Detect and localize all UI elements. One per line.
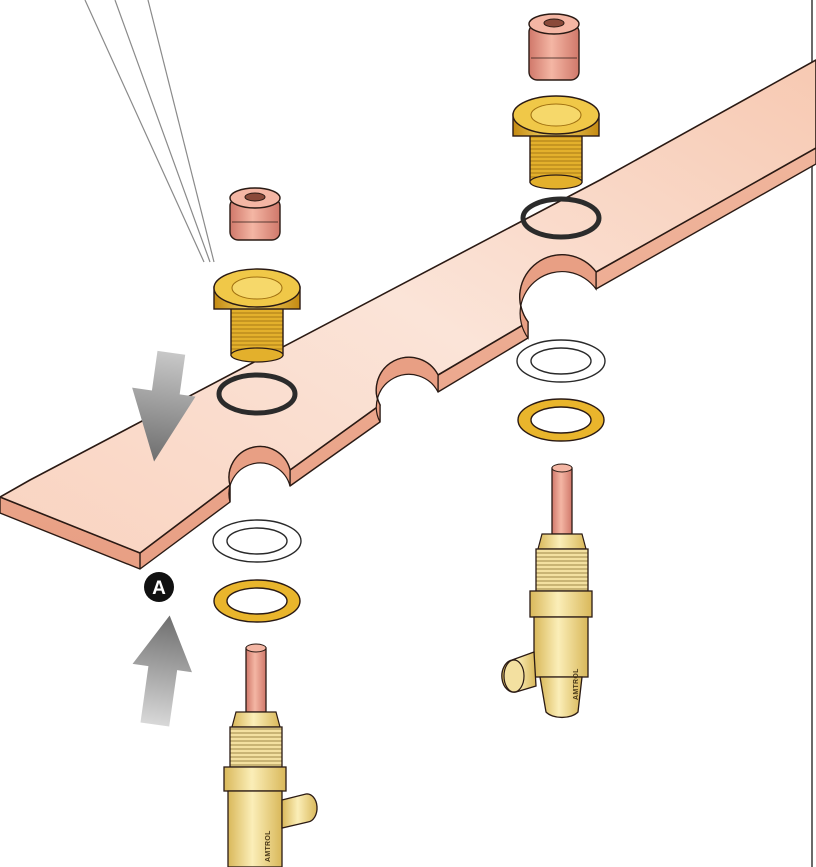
arrow-up-icon (132, 615, 192, 727)
copper-cap-right (528, 13, 580, 81)
leader-lines (84, 0, 215, 263)
brass-fitting-right (512, 95, 600, 190)
washer-brass-left (213, 579, 301, 623)
mounting-plate (0, 59, 816, 554)
o-ring-right (520, 196, 602, 240)
washer-white-right (516, 339, 606, 383)
valve-right-brand: AMTROL (573, 668, 580, 700)
valve-right: AMTROL (501, 463, 593, 719)
washer-brass-right (517, 398, 605, 442)
notch-shading (228, 254, 597, 503)
valve-left: AMTROL (223, 643, 318, 867)
o-ring-left (216, 372, 298, 416)
valve-left-brand: AMTROL (265, 830, 272, 862)
callout-a-icon: A (144, 572, 174, 602)
callout-label: A (152, 578, 166, 599)
washer-white-left (212, 519, 302, 563)
arrow-down-icon (132, 350, 196, 462)
copper-cap-left (229, 187, 281, 241)
brass-fitting-left (213, 268, 301, 363)
